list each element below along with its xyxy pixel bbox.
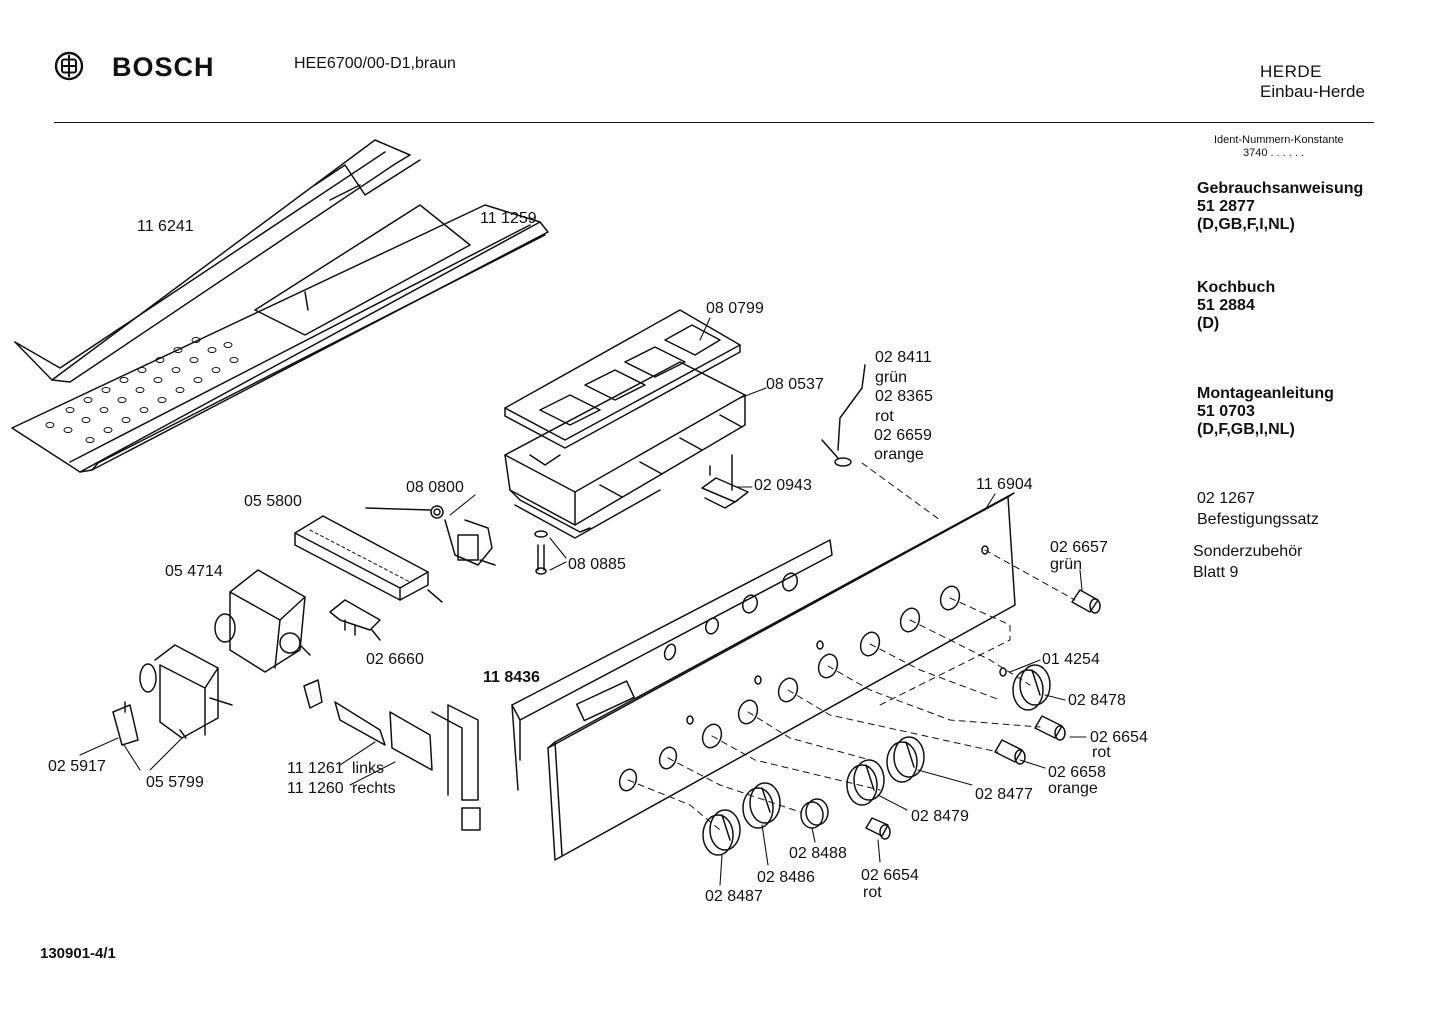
doc-number-2: 51 0703 [1197, 403, 1255, 420]
assembly-guide-lines [628, 463, 1075, 830]
label-rot-1: rot [875, 408, 894, 425]
lamp-026654-bottom [866, 818, 890, 839]
doc-number-1: 51 2884 [1197, 297, 1255, 314]
label-054714: 05 4714 [165, 563, 223, 580]
knob-028488 [801, 799, 828, 828]
heating-element-bar [295, 516, 442, 602]
top-cover-plate [15, 140, 420, 382]
label-014254: 01 4254 [1042, 651, 1100, 668]
label-111261: 11 1261 [287, 760, 344, 777]
knob-028479 [847, 760, 884, 805]
label-026659: 02 6659 [874, 427, 932, 444]
label-080799: 08 0799 [706, 300, 764, 317]
label-028479: 02 8479 [911, 808, 969, 825]
label-028478: 02 8478 [1068, 692, 1126, 709]
control-panel-frame [512, 540, 832, 790]
lamp-026657 [1072, 590, 1100, 613]
label-028486: 02 8486 [757, 869, 815, 886]
label-028487: 02 8487 [705, 888, 763, 905]
label-080537: 08 0537 [766, 376, 824, 393]
subcategory-title: Einbau-Herde [1260, 82, 1365, 101]
drawing-number: 130901-4/1 [40, 945, 116, 962]
label-026654-bottom: 02 6654 [861, 867, 919, 884]
label-028365: 02 8365 [875, 388, 933, 405]
lamp-026658 [995, 740, 1025, 764]
category-title: HERDE [1260, 62, 1323, 81]
switch-block-cover [505, 310, 740, 448]
label-028488: 02 8488 [789, 845, 847, 862]
knob-028486 [743, 783, 780, 828]
accessory-label: Sonderzubehör [1193, 543, 1303, 560]
front-fascia-panel [548, 493, 1015, 860]
label-gruen-2: grün [1050, 556, 1083, 573]
side-brackets [304, 680, 480, 830]
accessory-ref: Blatt 9 [1193, 564, 1239, 581]
perforated-tray [12, 205, 548, 472]
spring-014254 [1000, 668, 1006, 676]
knob-028478 [1013, 665, 1050, 710]
label-111259: 11 1259 [480, 210, 537, 227]
label-118436: 11 8436 [483, 669, 540, 686]
signal-wires [822, 365, 865, 466]
doc-langs-0: (D,GB,F,I,NL) [1197, 216, 1295, 233]
relay-switch [330, 600, 380, 640]
doc-title-1: Kochbuch [1197, 279, 1276, 296]
label-026654-top: 02 6654 [1090, 729, 1148, 746]
doc-title-2: Montageanleitung [1197, 385, 1334, 402]
label-055800: 05 5800 [244, 493, 302, 510]
fixing-screws [535, 531, 547, 574]
doc-langs-1: (D) [1197, 315, 1220, 332]
ident-title: Ident-Nummern-Konstante [1214, 134, 1344, 146]
micro-switch [113, 702, 138, 745]
label-026660: 02 6660 [366, 651, 424, 668]
label-055799: 05 5799 [146, 774, 204, 791]
label-rechts: rechts [352, 780, 396, 797]
leader-lines [80, 318, 1086, 885]
lamp-026654-top [1035, 716, 1065, 740]
tray-perforations [46, 338, 238, 443]
header-divider [54, 122, 1374, 123]
label-025917: 02 5917 [48, 758, 106, 775]
label-gruen-1: grün [875, 369, 908, 386]
kit-label: Befestigungssatz [1197, 511, 1319, 528]
label-orange-1: orange [874, 446, 924, 463]
kit-number: 02 1267 [1197, 490, 1255, 507]
label-116241: 11 6241 [137, 218, 194, 235]
motor-bracket [140, 645, 232, 738]
knob-028487 [703, 810, 740, 855]
bosch-logo-icon [54, 51, 84, 81]
timer-switch [215, 570, 310, 672]
doc-langs-2: (D,F,GB,I,NL) [1197, 421, 1295, 438]
label-080885: 08 0885 [568, 556, 626, 573]
terminal-connector [702, 455, 748, 508]
model-number: HEE6700/00-D1,braun [294, 55, 456, 72]
label-rot-2: rot [1092, 744, 1111, 761]
label-028411: 02 8411 [875, 349, 932, 366]
label-028477: 02 8477 [975, 786, 1033, 803]
label-links: links [352, 760, 385, 777]
label-rot-3: rot [863, 884, 882, 901]
ident-value: 3740 . . . . . . [1243, 147, 1305, 159]
label-080800: 08 0800 [406, 479, 464, 496]
doc-title-0: Gebrauchsanweisung [1197, 180, 1364, 197]
brand-name: BOSCH [112, 52, 215, 82]
label-020943: 02 0943 [754, 477, 812, 494]
thermostat [366, 506, 495, 565]
label-116904: 11 6904 [976, 476, 1033, 493]
label-026658: 02 6658 [1048, 764, 1106, 781]
label-111260: 11 1260 [287, 780, 344, 797]
label-orange-2: orange [1048, 780, 1098, 797]
knob-028477 [887, 737, 924, 782]
control-knobs [703, 665, 1050, 855]
switch-block-body [505, 362, 745, 538]
label-026657: 02 6657 [1050, 539, 1108, 556]
doc-number-0: 51 2877 [1197, 198, 1255, 215]
